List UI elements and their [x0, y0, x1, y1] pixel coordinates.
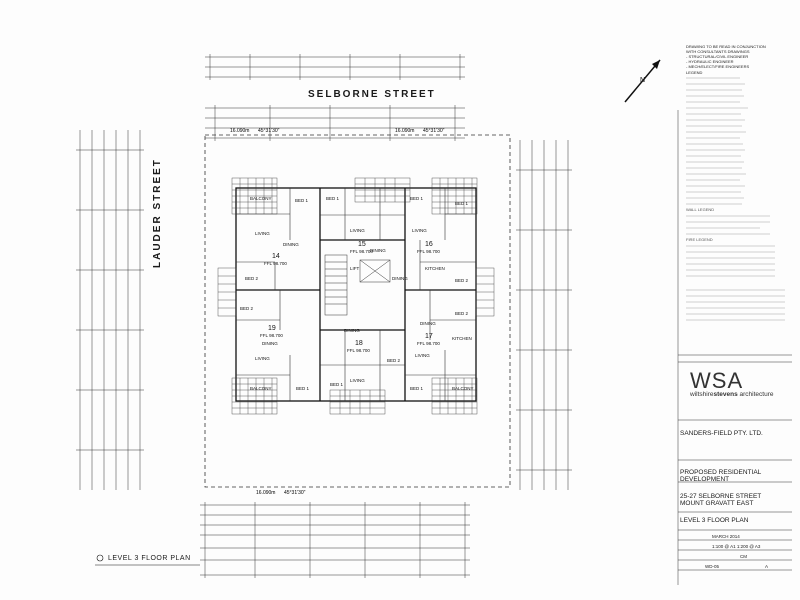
room-bed1-16: BED 1 — [410, 196, 424, 201]
legend-rules — [686, 77, 785, 321]
room-bed1-19: BED 1 — [296, 386, 310, 391]
firm-name-part-b: stevens — [713, 391, 738, 398]
plan-caption: LEVEL 3 FLOOR PLAN — [108, 555, 191, 562]
drawing-date: MARCH 2014 — [712, 534, 740, 539]
legend-title: LEGEND — [686, 70, 703, 75]
firm-name: wiltshirestevens architecture — [690, 391, 773, 398]
drawing-title: LEVEL 3 FLOOR PLAN — [680, 517, 749, 524]
note-line: - MECH/ELECT/FIRE ENGINEERS — [686, 64, 750, 69]
unit-ffl-15: FFL 98.700 — [350, 249, 373, 254]
caption-marker — [96, 554, 104, 562]
room-living-14: LIVING — [255, 231, 270, 236]
unit-ffl-18: FFL 98.700 — [347, 348, 370, 353]
room-kitchen-17: KITCHEN — [452, 336, 472, 341]
note-line: WITH CONSULTANTS DRAWINGS — [686, 49, 750, 54]
unit-number-18: 18 — [355, 340, 363, 347]
room-kitchen-16: KITCHEN — [425, 266, 445, 271]
room-living-19: LIVING — [255, 356, 270, 361]
room-dining-16: DINING — [392, 276, 408, 281]
unit-ffl-16: FFL 98.700 — [417, 249, 440, 254]
interior-partitions — [236, 188, 476, 401]
unit-number-16: 16 — [425, 241, 433, 248]
left-dimension-strings — [76, 130, 144, 490]
address-line-2: MOUNT GRAVATT EAST — [680, 500, 754, 507]
firm-name-part-a: wiltshire — [690, 391, 714, 398]
room-balcony-17: BALCONY — [452, 386, 474, 391]
firm-name-part-c: architecture — [737, 391, 774, 398]
balconies — [217, 177, 495, 415]
room-bed1-14: BED 1 — [295, 198, 309, 203]
room-dining-18: DINING — [344, 328, 360, 333]
top-dimension-strings — [205, 54, 465, 141]
revision: A — [765, 564, 769, 569]
room-bed1-17: BED 1 — [410, 386, 424, 391]
room-bed2-19: BED 2 — [240, 306, 254, 311]
unit-ffl-19: FFL 98.700 — [260, 333, 283, 338]
unit-number-15: 15 — [358, 241, 366, 248]
stair-core — [324, 254, 391, 316]
client-name: SANDERS-FIELD PTY. LTD. — [680, 430, 763, 437]
building-outline — [235, 187, 477, 402]
boundary-dim-top-left: 16.090m — [230, 128, 249, 134]
room-labels: BALCONY BED 1 LIVING DINING BED 2 BED 1 … — [240, 196, 474, 391]
boundary-dim-top-right: 16.090m — [395, 128, 414, 134]
note-line: - STRUCTURAL/CIVIL ENGINEER — [686, 54, 749, 59]
room-bed1-16b: BED 1 — [455, 201, 469, 206]
boundary-bearing-top-right: 45°31'30" — [423, 128, 445, 134]
project-line-2: DEVELOPMENT — [680, 476, 730, 483]
room-bed2-14: BED 2 — [245, 276, 259, 281]
project-line-1: PROPOSED RESIDENTIAL — [680, 469, 762, 476]
room-lift: LIFT — [350, 266, 360, 271]
boundary-bearing-bottom: 45°31'30" — [284, 490, 306, 496]
firm-logo: WSA — [690, 368, 744, 393]
note-line: DRAWING TO BE READ IN CONJUNCTION — [686, 44, 766, 49]
street-name-top: SELBORNE STREET — [308, 89, 436, 100]
room-balcony-14: BALCONY — [250, 196, 272, 201]
drawing-scale: 1:100 @ A1 1:200 @ A3 — [712, 544, 761, 549]
site-boundary — [204, 134, 511, 488]
room-dining-17: DINING — [420, 321, 436, 326]
unit-number-17: 17 — [425, 333, 433, 340]
boundary-dim-bottom: 16.090m — [256, 490, 275, 496]
drawn-by: CM — [740, 554, 747, 559]
room-dining-19: DINING — [262, 341, 278, 346]
unit-ffl-17: FFL 98.700 — [417, 341, 440, 346]
room-bed1-15: BED 1 — [326, 196, 340, 201]
room-living-18: LIVING — [350, 378, 365, 383]
consultant-notes: DRAWING TO BE READ IN CONJUNCTION WITH C… — [686, 44, 786, 75]
unit-ffl-14: FFL 98.700 — [264, 261, 287, 266]
address-line-1: 25-27 SELBORNE STREET — [680, 493, 762, 500]
unit-number-14: 14 — [272, 253, 280, 260]
svg-text:N: N — [640, 77, 645, 84]
room-balcony-19: BALCONY — [250, 386, 272, 391]
wall-legend-title: WALL LEGEND — [686, 207, 715, 212]
room-living-17: LIVING — [415, 353, 430, 358]
room-bed1-18: BED 1 — [330, 382, 344, 387]
fire-legend-title: FIRE LEGEND — [686, 237, 713, 242]
drawing-number: WD-05 — [705, 564, 720, 569]
room-dining-15: DINING — [370, 248, 386, 253]
right-dimension-strings — [516, 140, 572, 490]
room-dining-14: DINING — [283, 242, 299, 247]
room-bed2-16: BED 2 — [455, 278, 469, 283]
room-bed2-18: BED 2 — [387, 358, 401, 363]
unit-numbers: 14 FFL 98.700 15 FFL 98.700 16 FFL 98.70… — [260, 241, 440, 353]
bottom-dimension-strings — [200, 502, 470, 578]
room-bed2-17: BED 2 — [455, 311, 469, 316]
title-block-frame — [677, 110, 792, 585]
boundary-bearing-top-left: 45°31'30" — [258, 128, 280, 134]
room-living-16: LIVING — [412, 228, 427, 233]
north-arrow-icon: N — [624, 59, 661, 103]
room-living-15: LIVING — [350, 228, 365, 233]
note-line: - HYDRAULIC ENGINEER — [686, 59, 734, 64]
unit-number-19: 19 — [268, 325, 276, 332]
